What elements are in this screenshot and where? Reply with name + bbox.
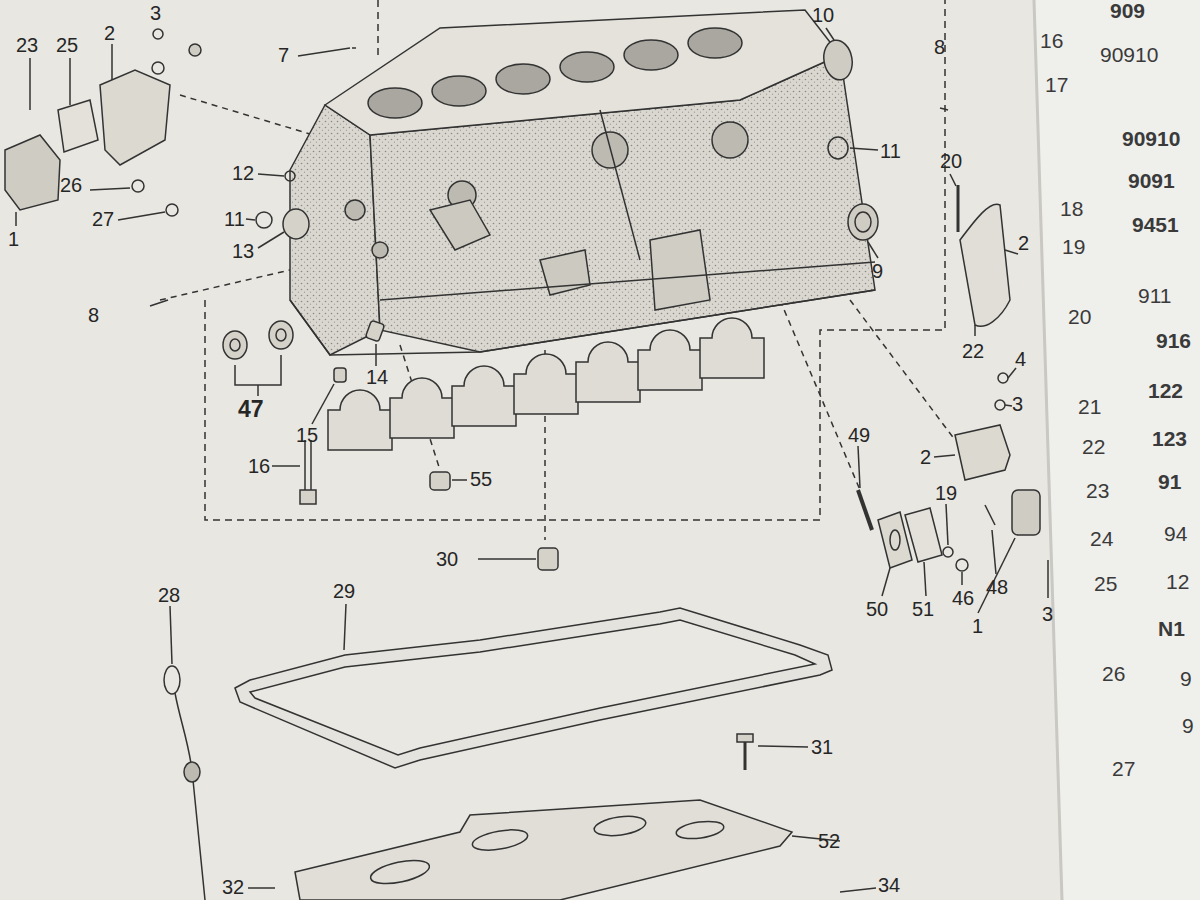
callout-number: 8: [934, 36, 945, 58]
callout-number: 50: [866, 598, 888, 620]
callout-number: 2: [920, 446, 931, 468]
callout-number: 14: [366, 366, 388, 388]
callout-number: 19: [1062, 236, 1085, 258]
callout-number: 18: [1060, 198, 1083, 220]
callout-number: 16: [248, 455, 270, 477]
callout-number: 32: [222, 876, 244, 898]
callout-number: 9091: [1128, 170, 1175, 192]
callout-number: 3: [1012, 393, 1023, 415]
callout-number: 94: [1164, 523, 1187, 545]
callout-number: 22: [962, 340, 984, 362]
callout-number: 3: [150, 2, 161, 24]
callout-number: 23: [16, 34, 38, 56]
callout-number: 28: [158, 584, 180, 606]
callout-number: 9: [1182, 715, 1194, 737]
callout-number: 123: [1152, 428, 1187, 450]
callout-number: 24: [1090, 528, 1113, 550]
callout-number: 8: [88, 304, 99, 326]
callout-number: 26: [1102, 663, 1125, 685]
callout-number: 11: [880, 140, 901, 162]
callout-number: 31: [811, 736, 833, 758]
callout-number: 20: [940, 150, 962, 172]
callout-number: 27: [92, 208, 114, 230]
callout-number: 90910: [1122, 128, 1180, 150]
callout-number: 12: [232, 162, 254, 184]
callout-number: 21: [1078, 396, 1101, 418]
callout-number: 12: [1166, 571, 1189, 593]
callout-number: 30: [436, 548, 458, 570]
callout-number: 34: [878, 874, 900, 896]
callout-number: 51: [912, 598, 934, 620]
callout-number: 911: [1138, 285, 1171, 307]
callout-number: 16: [1040, 30, 1063, 52]
callout-number: 17: [1045, 74, 1068, 96]
callout-number: 25: [56, 34, 78, 56]
callout-number: 22: [1082, 436, 1105, 458]
callout-number: 1: [972, 615, 983, 637]
callout-number: 7: [278, 44, 289, 66]
callout-number: 46: [952, 587, 974, 609]
callout-number: 13: [232, 240, 254, 262]
callout-number: 52: [818, 830, 840, 852]
callout-number: 9: [1180, 668, 1192, 690]
callout-number: 9451: [1132, 214, 1179, 236]
callout-number: 122: [1148, 380, 1183, 402]
callout-number: 19: [935, 482, 957, 504]
callout-number: 3: [1042, 603, 1053, 625]
callout-number: 916: [1156, 330, 1191, 352]
callout-number: 29: [333, 580, 355, 602]
callout-number: 9: [872, 260, 883, 282]
callout-number: 10: [812, 4, 834, 26]
callout-number: 25: [1094, 573, 1117, 595]
callout-number: 15: [296, 424, 318, 446]
callout-number: 47: [238, 398, 264, 420]
callout-number: 1: [8, 228, 19, 250]
callout-number: 26: [60, 174, 82, 196]
callout-number: 20: [1068, 306, 1091, 328]
callout-number: 48: [986, 576, 1008, 598]
callout-number: 27: [1112, 758, 1135, 780]
callout-number: 90910: [1100, 44, 1158, 66]
callout-number: 909: [1110, 0, 1145, 22]
callout-number: 11: [224, 208, 245, 230]
callout-number: 23: [1086, 480, 1109, 502]
callout-number: 49: [848, 424, 870, 446]
callout-number: 2: [1018, 232, 1029, 254]
callout-number: 4: [1015, 348, 1026, 370]
callout-number: 55: [470, 468, 492, 490]
callout-number: 2: [104, 22, 115, 44]
callout-number: 91: [1158, 471, 1181, 493]
callout-number: N1: [1158, 618, 1185, 640]
